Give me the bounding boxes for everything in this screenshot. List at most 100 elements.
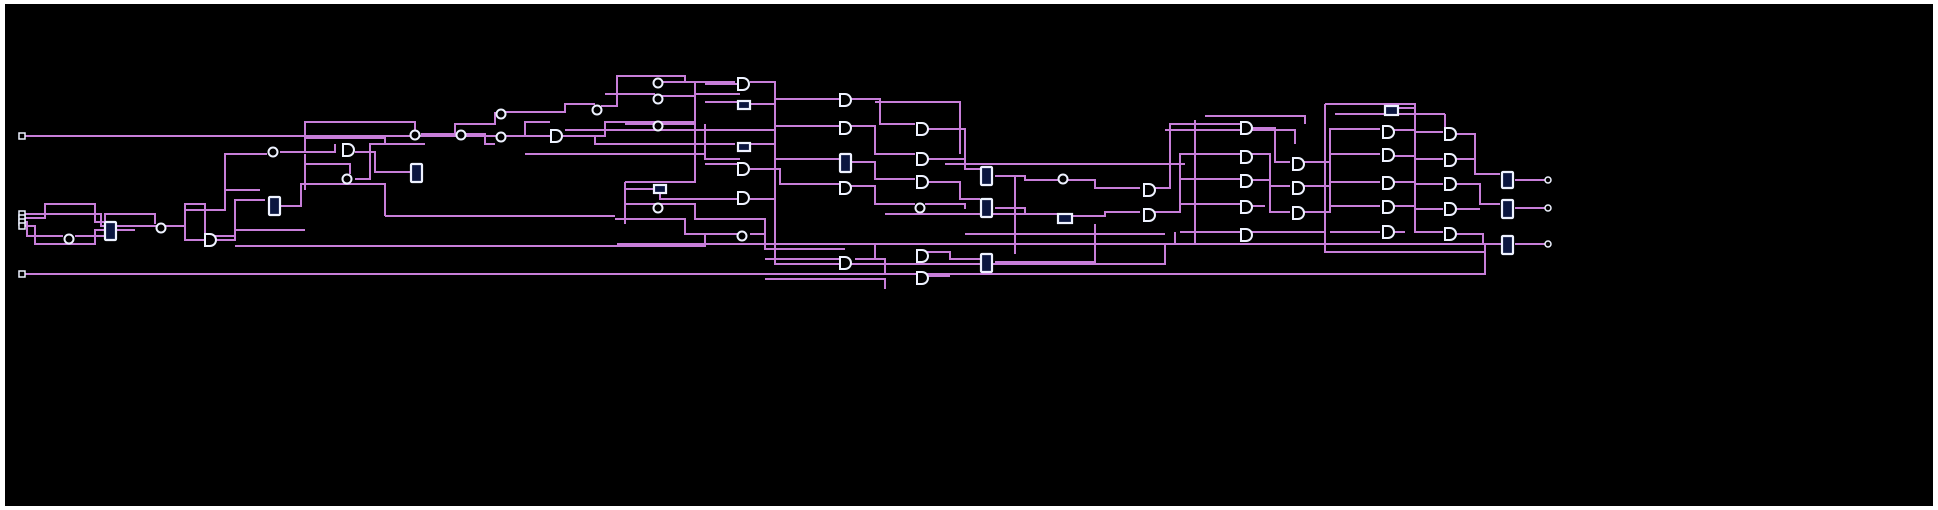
logic-gate-5[interactable] — [737, 191, 750, 205]
logic-gate-0[interactable] — [204, 233, 217, 247]
inverter-gate-2[interactable] — [267, 146, 279, 158]
output-port-2[interactable] — [1544, 240, 1552, 248]
wire-97 — [1005, 175, 1016, 254]
wire-36 — [625, 188, 740, 200]
inverter-gate-6[interactable] — [495, 108, 507, 120]
input-port-5[interactable] — [18, 270, 26, 278]
wire-75 — [1390, 107, 1443, 133]
logic-gate-31[interactable] — [1444, 153, 1457, 167]
inverter-gate-7[interactable] — [495, 131, 507, 143]
inverter-gate-15[interactable] — [1057, 173, 1069, 185]
logic-gate-10[interactable] — [916, 122, 929, 136]
logic-gate-24[interactable] — [1292, 206, 1305, 220]
inverter-gate-12[interactable] — [652, 202, 664, 214]
wire-81 — [1455, 133, 1500, 175]
logic-gate-2[interactable] — [550, 129, 563, 143]
logic-gate-16[interactable] — [1143, 208, 1156, 222]
register-cell-8[interactable] — [1500, 198, 1515, 220]
wire-37 — [625, 203, 845, 250]
logic-gate-3[interactable] — [737, 77, 750, 91]
register-cell-7[interactable] — [1500, 170, 1515, 190]
buffer-cell-4[interactable] — [1383, 104, 1400, 117]
logic-gate-34[interactable] — [1444, 227, 1457, 241]
logic-gate-15[interactable] — [1143, 183, 1156, 197]
logic-gate-28[interactable] — [1382, 200, 1395, 214]
wire-34 — [750, 143, 840, 160]
register-cell-0[interactable] — [103, 220, 118, 242]
wire-43 — [850, 161, 915, 180]
inverter-gate-8[interactable] — [591, 104, 603, 116]
logic-gate-30[interactable] — [1444, 127, 1457, 141]
logic-gate-1[interactable] — [342, 143, 355, 157]
input-port-4[interactable] — [18, 222, 26, 230]
inverter-gate-14[interactable] — [914, 202, 926, 214]
schematic-diagram[interactable] — [5, 4, 1933, 506]
register-cell-2[interactable] — [409, 162, 424, 184]
buffer-cell-3[interactable] — [1056, 212, 1074, 225]
wire-77 — [1390, 155, 1443, 185]
wire-13 — [305, 163, 351, 174]
register-cell-6[interactable] — [979, 252, 994, 274]
logic-gate-18[interactable] — [1240, 150, 1253, 164]
register-cell-3[interactable] — [838, 152, 853, 174]
wire-91 — [235, 234, 706, 247]
logic-gate-32[interactable] — [1444, 177, 1457, 191]
input-port-0[interactable] — [18, 132, 26, 140]
register-cell-1[interactable] — [267, 195, 282, 217]
wire-57 — [995, 224, 1096, 263]
logic-gate-27[interactable] — [1382, 176, 1395, 190]
wire-98 — [1325, 103, 1416, 114]
wire-6 — [75, 213, 156, 237]
inverter-gate-10[interactable] — [652, 93, 664, 105]
cell-layer — [18, 77, 1552, 285]
wire-111 — [1205, 115, 1306, 124]
output-port-1[interactable] — [1544, 204, 1552, 212]
inverter-gate-1[interactable] — [155, 222, 167, 234]
logic-gate-6[interactable] — [839, 93, 852, 107]
logic-gate-14[interactable] — [916, 271, 929, 285]
inverter-gate-5[interactable] — [455, 129, 467, 141]
buffer-cell-1[interactable] — [736, 141, 752, 153]
inverter-gate-11[interactable] — [652, 120, 664, 132]
logic-gate-22[interactable] — [1292, 157, 1305, 171]
wire-4 — [23, 221, 63, 237]
logic-gate-17[interactable] — [1240, 121, 1253, 135]
logic-gate-29[interactable] — [1382, 225, 1395, 239]
inverter-gate-13[interactable] — [736, 230, 748, 242]
wire-20 — [505, 121, 550, 137]
wire-35 — [750, 168, 840, 185]
inverter-gate-0[interactable] — [63, 233, 75, 245]
wire-99 — [1324, 104, 1485, 253]
register-cell-4[interactable] — [979, 165, 994, 187]
logic-gate-7[interactable] — [839, 121, 852, 135]
wire-79 — [1390, 205, 1443, 233]
logic-gate-23[interactable] — [1292, 181, 1305, 195]
wire-26 — [661, 81, 740, 95]
wire-59 — [1072, 211, 1140, 217]
register-cell-9[interactable] — [1500, 234, 1515, 256]
register-cell-5[interactable] — [979, 197, 994, 219]
logic-gate-26[interactable] — [1382, 148, 1395, 162]
logic-gate-21[interactable] — [1240, 228, 1253, 242]
logic-gate-8[interactable] — [839, 181, 852, 195]
wire-60 — [1150, 123, 1240, 189]
logic-gate-25[interactable] — [1382, 125, 1395, 139]
schematic-canvas[interactable] — [5, 4, 1933, 506]
logic-gate-13[interactable] — [916, 249, 929, 263]
wire-55 — [995, 175, 1060, 181]
logic-gate-4[interactable] — [737, 162, 750, 176]
logic-gate-9[interactable] — [839, 256, 852, 270]
logic-gate-12[interactable] — [916, 175, 929, 189]
buffer-cell-0[interactable] — [736, 99, 752, 111]
buffer-cell-2[interactable] — [652, 183, 668, 195]
logic-gate-19[interactable] — [1240, 174, 1253, 188]
wire-100 — [1165, 129, 1296, 144]
wire-78 — [1390, 181, 1443, 210]
inverter-gate-9[interactable] — [652, 77, 664, 89]
output-port-0[interactable] — [1544, 176, 1552, 184]
inverter-gate-4[interactable] — [409, 129, 421, 141]
logic-gate-11[interactable] — [916, 152, 929, 166]
logic-gate-20[interactable] — [1240, 200, 1253, 214]
logic-gate-33[interactable] — [1444, 202, 1457, 216]
inverter-gate-3[interactable] — [341, 173, 353, 185]
